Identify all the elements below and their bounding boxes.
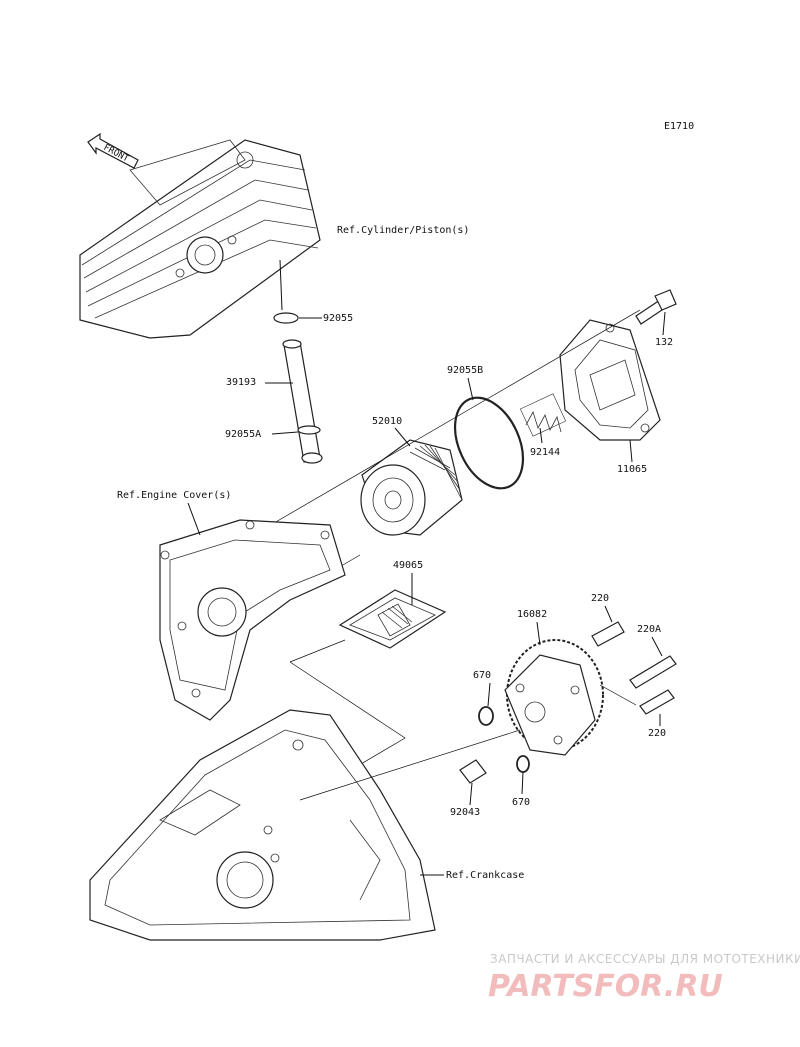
ref-engine-cover-label: Ref.Engine Cover(s) — [117, 490, 231, 501]
o-ring-92055 — [273, 312, 299, 324]
dowel-pin-92043 — [459, 759, 487, 784]
bolt-220-bottom — [639, 689, 675, 715]
spring-92144 — [519, 393, 567, 437]
watermark-brand: PARTSFOR.RU — [488, 969, 723, 1004]
part-label-92144: 92144 — [530, 447, 560, 458]
part-label-11065: 11065 — [617, 464, 647, 475]
o-ring-92055B — [453, 396, 525, 490]
o-ring-670-top — [478, 706, 494, 726]
part-label-49065: 49065 — [393, 560, 423, 571]
ref-cylinder-label: Ref.Cylinder/Piston(s) — [337, 225, 469, 236]
o-ring-670-bottom — [516, 755, 530, 773]
bolt-132 — [635, 289, 677, 325]
part-label-220A: 220A — [637, 624, 661, 635]
part-label-670-top: 670 — [473, 670, 491, 681]
front-label: FRONT — [102, 143, 131, 165]
part-label-92043: 92043 — [450, 807, 480, 818]
oil-filter-52010 — [360, 439, 463, 536]
part-label-52010: 52010 — [372, 416, 402, 427]
part-label-132: 132 — [655, 337, 673, 348]
oil-pump-gear-16082 — [504, 639, 604, 756]
part-label-92055: 92055 — [323, 313, 353, 324]
part-label-16082: 16082 — [517, 609, 547, 620]
part-label-670-bottom: 670 — [512, 797, 530, 808]
bolt-220A — [629, 655, 677, 689]
diagram-code: E1710 — [664, 121, 694, 132]
crankcase-illustration — [89, 709, 436, 941]
part-label-39193: 39193 — [226, 377, 256, 388]
part-label-220-top: 220 — [591, 593, 609, 604]
ref-crankcase-label: Ref.Crankcase — [446, 870, 524, 881]
oil-screen-49065 — [338, 589, 447, 649]
bolt-220-top — [591, 621, 625, 647]
front-arrow: FRONT — [87, 132, 139, 169]
part-label-220-bottom: 220 — [648, 728, 666, 739]
filter-cover-11065 — [559, 319, 661, 441]
part-label-92055A: 92055A — [225, 429, 261, 440]
cylinder-illustration — [79, 139, 321, 339]
part-label-92055B: 92055B — [447, 365, 483, 376]
engine-cover-illustration — [159, 519, 346, 721]
watermark-tagline: ЗАПЧАСТИ И АКСЕССУАРЫ ДЛЯ МОТОТЕХНИКИ — [490, 952, 800, 966]
oil-pipe-39193 — [282, 339, 323, 464]
o-ring-92055A — [297, 425, 321, 435]
